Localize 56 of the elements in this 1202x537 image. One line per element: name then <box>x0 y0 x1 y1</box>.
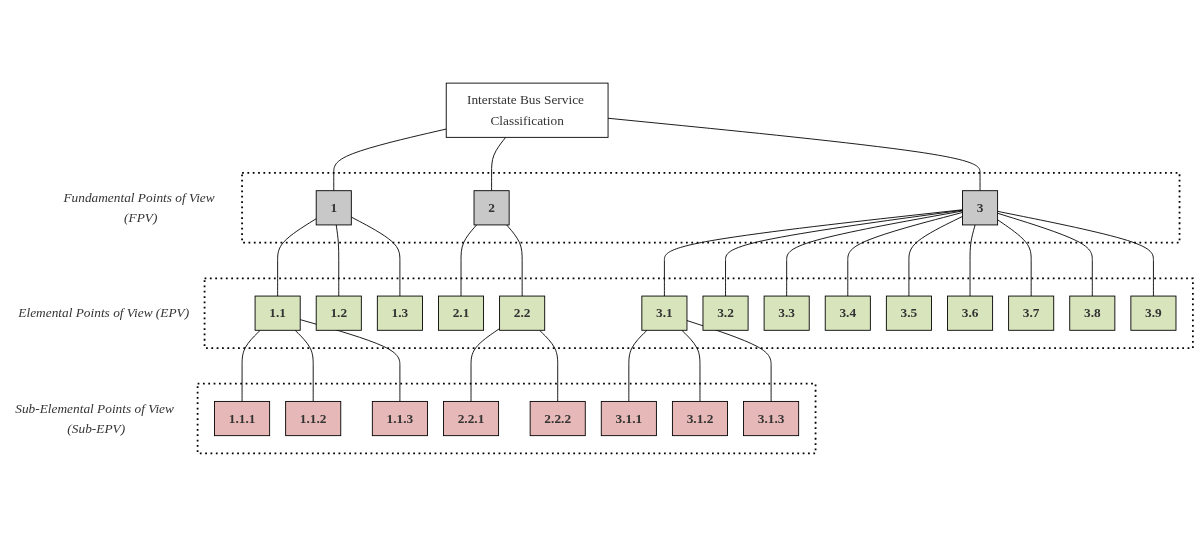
connector <box>491 137 507 192</box>
node-box: 1.1.2 <box>285 401 342 437</box>
node-box: 3.7 <box>1008 295 1055 331</box>
node-label: Elemental Points of View (EPV) <box>18 306 190 321</box>
node-label: Sub-Elemental Points of View (Sub-EPV) <box>15 401 174 436</box>
cluster <box>241 172 1181 244</box>
node-box: 1 <box>315 190 352 226</box>
node-box: 3.8 <box>1069 295 1116 331</box>
node-box: 1.3 <box>376 295 423 331</box>
connector <box>997 211 1154 297</box>
connector <box>847 212 963 297</box>
node-box: 3.2 <box>702 295 749 331</box>
connector <box>294 330 314 403</box>
connector <box>335 224 340 297</box>
connector <box>333 128 447 192</box>
connector <box>470 328 501 403</box>
node-box: 3 <box>962 190 999 226</box>
node-box: 2.2 <box>499 295 546 331</box>
node-box: 3.5 <box>885 295 932 331</box>
connector <box>277 218 317 297</box>
connector <box>506 224 523 297</box>
connector <box>663 209 963 297</box>
connector <box>350 216 401 297</box>
cluster <box>203 277 1194 350</box>
node-box: 3.1.3 <box>743 401 800 437</box>
connector <box>460 224 478 297</box>
node-label: Fundamental Points of View (FPV) <box>63 190 215 225</box>
node-box: 1.1.1 <box>214 401 271 437</box>
node-box: 2.2.2 <box>529 401 586 437</box>
node-box: 3.4 <box>824 295 871 331</box>
connector <box>539 330 559 403</box>
connector <box>681 330 701 403</box>
node-box: 1.1 <box>254 295 301 331</box>
node-box: Interstate Bus Service Classification <box>445 82 609 138</box>
node-box: 3.3 <box>763 295 810 331</box>
node-box: 3.1.1 <box>600 401 657 437</box>
node-box: 2.1 <box>438 295 485 331</box>
connector <box>241 330 261 403</box>
node-box: 3.1 <box>641 295 688 331</box>
node-box: 1.1.3 <box>371 401 428 437</box>
connector <box>786 210 963 297</box>
cluster <box>196 382 817 455</box>
connector <box>997 219 1032 297</box>
connector <box>628 330 648 403</box>
connector <box>908 216 963 297</box>
node-box: 2.2.1 <box>443 401 500 437</box>
connector <box>686 320 772 403</box>
connector <box>969 224 976 297</box>
node-box: 3.1.2 <box>671 401 728 437</box>
connector <box>725 210 963 297</box>
connector <box>997 213 1093 297</box>
node-box: 1.2 <box>315 295 362 331</box>
node-box: 2 <box>473 190 510 226</box>
node-box: 3.9 <box>1130 295 1177 331</box>
connector <box>607 118 981 192</box>
node-box: 3.6 <box>947 295 994 331</box>
